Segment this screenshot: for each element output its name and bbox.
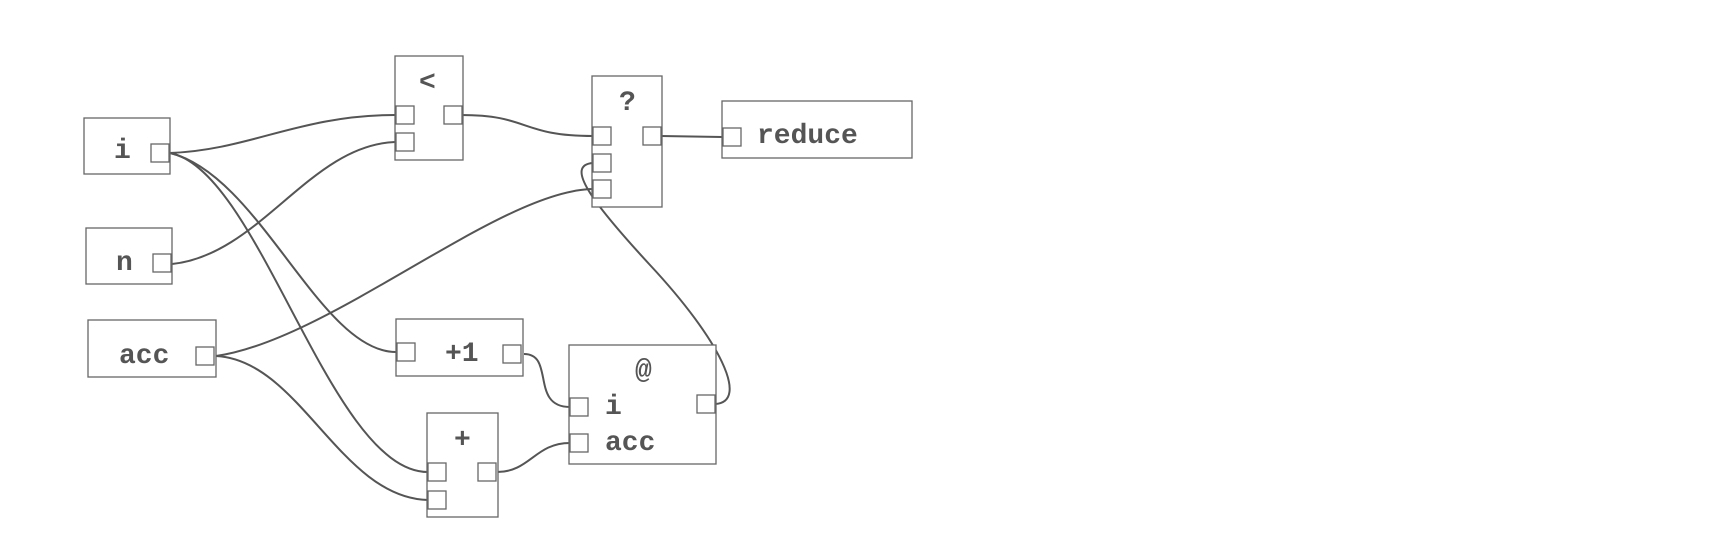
- node-conditional-input-port-1[interactable]: [592, 126, 612, 146]
- node-less-than-output-port[interactable]: [443, 105, 463, 125]
- node-increment[interactable]: +1: [395, 318, 524, 377]
- node-add-output-port[interactable]: [477, 462, 497, 482]
- node-call-output-port[interactable]: [696, 394, 716, 414]
- wire-i-to-lt: [169, 114, 396, 154]
- node-conditional-input-port-3[interactable]: [592, 179, 612, 199]
- node-i-label: i: [114, 136, 131, 167]
- node-less-than-input-port-1[interactable]: [395, 105, 415, 125]
- node-call-arg-i-label: i: [605, 392, 622, 423]
- wire-acc-to-cond: [215, 188, 594, 357]
- wire-call-loopback-to-cond: [580, 162, 731, 405]
- wire-cond-to-reduce: [660, 135, 723, 138]
- wire-add-to-call-acc: [496, 442, 571, 473]
- node-acc[interactable]: acc: [87, 319, 217, 378]
- wire-lt-to-cond: [460, 114, 594, 137]
- node-call-arg-acc-label: acc: [605, 428, 655, 459]
- node-call[interactable]: @ i acc: [568, 344, 717, 465]
- node-i-output-port[interactable]: [150, 143, 170, 163]
- node-less-than-label: <: [419, 68, 436, 99]
- node-reduce[interactable]: reduce: [721, 100, 913, 159]
- node-conditional-input-port-2[interactable]: [592, 153, 612, 173]
- node-acc-output-port[interactable]: [195, 346, 215, 366]
- node-reduce-input-port[interactable]: [722, 127, 742, 147]
- node-n-output-port[interactable]: [152, 253, 172, 273]
- wire-i-to-add: [169, 152, 429, 473]
- node-call-title: @: [635, 356, 652, 387]
- node-conditional-label: ?: [619, 88, 636, 119]
- node-less-than-input-port-2[interactable]: [395, 132, 415, 152]
- node-increment-input-port[interactable]: [396, 342, 416, 362]
- node-n-label: n: [116, 248, 133, 279]
- node-reduce-label: reduce: [757, 121, 858, 152]
- wire-i-to-inc: [169, 152, 397, 353]
- node-add-input-port-1[interactable]: [427, 462, 447, 482]
- node-n[interactable]: n: [85, 227, 173, 285]
- node-increment-label: +1: [445, 339, 479, 370]
- node-less-than[interactable]: <: [394, 55, 464, 161]
- node-conditional-output-port[interactable]: [642, 126, 662, 146]
- node-call-input-port-acc[interactable]: [569, 433, 589, 453]
- node-conditional[interactable]: ?: [591, 75, 663, 208]
- wire-n-to-lt: [171, 141, 396, 265]
- node-acc-label: acc: [119, 341, 169, 372]
- wires: [169, 114, 731, 501]
- wire-acc-to-add: [215, 355, 429, 501]
- node-add-label: +: [454, 425, 471, 456]
- node-add[interactable]: +: [426, 412, 499, 518]
- node-i[interactable]: i: [83, 117, 171, 175]
- wire-inc-to-call-i: [523, 353, 571, 408]
- node-increment-output-port[interactable]: [502, 344, 522, 364]
- node-add-input-port-2[interactable]: [427, 490, 447, 510]
- node-call-input-port-i[interactable]: [569, 397, 589, 417]
